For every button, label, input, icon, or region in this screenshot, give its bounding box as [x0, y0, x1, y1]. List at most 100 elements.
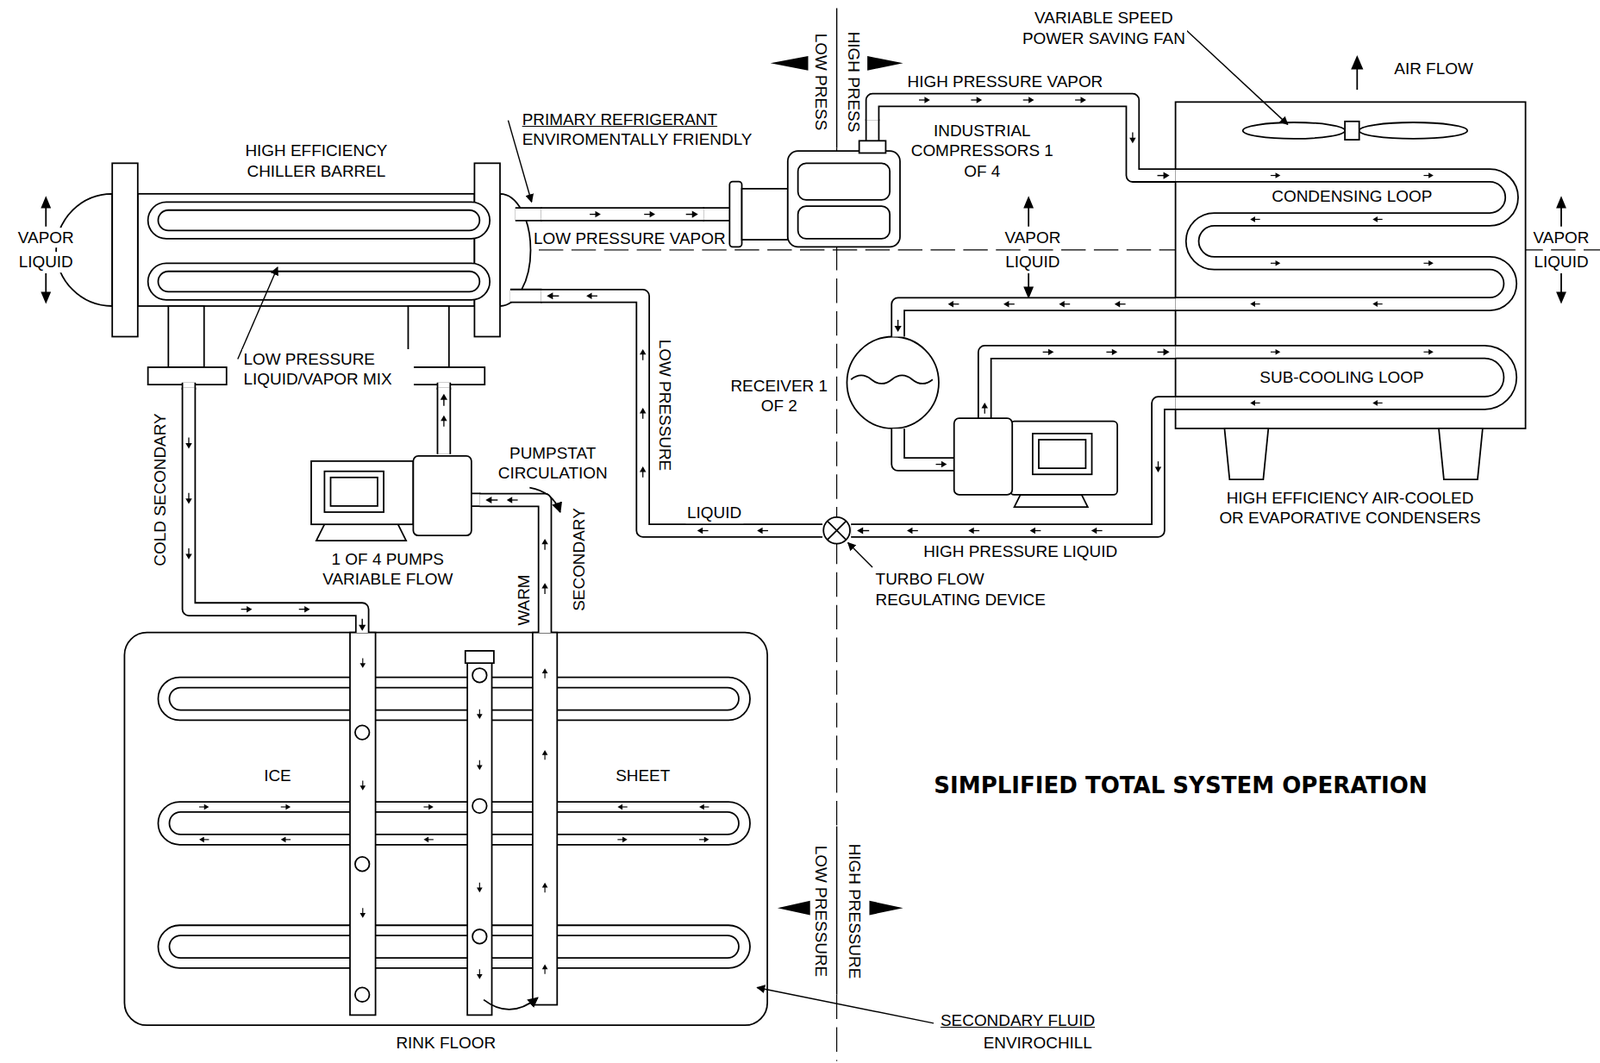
pipe-connector	[639, 466, 646, 472]
flow-arrow	[617, 804, 627, 811]
rink-floor-drawing	[168, 687, 738, 711]
pipe-connector	[1157, 461, 1159, 468]
pipe-connector	[856, 526, 869, 534]
pipe-connector	[541, 538, 548, 550]
pipe-connector	[541, 582, 548, 588]
callout-label: SECONDARY FLUID	[938, 1010, 1097, 1032]
callout-label: AIR FLOW	[1392, 59, 1475, 81]
chiller-barrel-drawing	[474, 162, 500, 337]
callout-label: PRIMARY REFRIGERANT	[520, 109, 719, 131]
pipe-connector	[697, 527, 709, 534]
callout-label: VARIABLE SPEED POWER SAVING FAN	[1020, 7, 1188, 49]
chiller-barrel-drawing	[148, 262, 491, 300]
flow-arrow	[281, 804, 291, 811]
pipe-connector	[756, 527, 763, 534]
pipe-connector	[976, 96, 982, 103]
rink-floor-drawing	[157, 677, 750, 721]
pipe-connector	[762, 530, 769, 532]
callout-label: LOW PRESSURE	[654, 337, 675, 473]
flow-arrow	[476, 760, 483, 770]
flow-arrow	[1423, 262, 1430, 264]
flow-arrow	[359, 657, 366, 668]
pipe-connector	[1163, 348, 1170, 356]
rink-floor-drawing	[472, 668, 488, 683]
flow-arrow	[542, 750, 549, 756]
pump-drawing	[324, 471, 384, 513]
pipe-connector	[642, 470, 644, 477]
chiller-barrel-drawing	[56, 162, 542, 390]
rink-floor-drawing	[532, 632, 557, 1006]
flow-arrow	[1250, 300, 1260, 307]
callout-label: LIQUID	[17, 251, 75, 273]
pipe-label: LOW PRESSURE VAPOR	[531, 228, 728, 250]
pipe-connector	[541, 582, 548, 594]
pipe-connector	[643, 213, 650, 215]
flow-arrow	[199, 837, 209, 844]
pipe-connector	[1030, 527, 1042, 534]
equipment-label: RINK FLOOR	[124, 1032, 768, 1054]
pipe-connector	[642, 353, 644, 360]
pipe-connector	[299, 608, 306, 610]
flow-arrow	[1250, 400, 1256, 407]
pipe-connector	[443, 419, 444, 426]
flow-arrow	[542, 882, 549, 888]
pipe-connector	[968, 527, 974, 534]
flow-arrow	[1250, 400, 1260, 407]
pump-drawing	[331, 477, 378, 507]
flow-arrow	[359, 780, 366, 790]
pipe-label: HIGH PRESSURE LIQUID	[921, 542, 1119, 563]
condenser-drawing	[1175, 175, 1513, 305]
callout-label: ICE	[262, 765, 294, 787]
pump-drawing	[1014, 494, 1088, 507]
pipe-connector	[862, 530, 869, 532]
condenser-drawing	[1175, 101, 1526, 429]
pipe-connector	[1075, 96, 1087, 103]
compressor-drawing	[787, 150, 900, 247]
pipe-connector	[643, 211, 656, 218]
flow-arrow	[1376, 303, 1383, 305]
pipe-connector	[586, 293, 598, 300]
pipe-connector	[185, 437, 192, 450]
pipe-connector	[756, 527, 769, 534]
pipe-connector	[440, 387, 448, 455]
rink-floor-drawing	[124, 487, 768, 1026]
flow-arrow	[281, 806, 288, 807]
callout-label: HIGH PRESS	[843, 29, 864, 134]
flow-arrow	[1423, 172, 1433, 179]
pipe-connector	[1030, 527, 1036, 534]
flow-arrow	[544, 968, 546, 975]
rink-floor-drawing	[157, 925, 750, 969]
pipe-connector	[1028, 96, 1034, 103]
pipe-connector	[1157, 348, 1170, 356]
rink-floor-drawing	[168, 812, 738, 835]
receiver-drawing	[846, 336, 939, 428]
rink-floor-drawing	[483, 997, 538, 1010]
rink-floor-drawing	[124, 632, 768, 1026]
chiller-barrel-drawing	[168, 306, 204, 368]
chiller-barrel-drawing	[157, 210, 480, 232]
pipe-connector	[540, 210, 704, 218]
condenser-drawing	[1438, 428, 1483, 480]
pump-drawing	[1010, 421, 1118, 495]
flow-arrow	[1423, 175, 1430, 176]
flow-arrow	[699, 838, 706, 840]
pipe-connector	[358, 625, 366, 632]
pipe-connector	[906, 527, 913, 534]
pipe-connector	[1155, 467, 1162, 473]
pipe-connector	[304, 606, 310, 613]
rink-floor-drawing	[355, 856, 370, 872]
flow-arrow	[542, 750, 549, 760]
flow-arrow	[427, 838, 434, 840]
callout-label: LIQUID	[1003, 251, 1062, 273]
chiller-barrel-drawing	[188, 213, 543, 390]
pipe-connector	[241, 606, 253, 613]
pressure-divider	[770, 56, 904, 915]
pipe-connector	[642, 412, 644, 419]
pipe-connector	[918, 96, 931, 103]
pipe-connector	[1157, 351, 1165, 353]
flow-arrow	[199, 172, 1434, 980]
flow-arrow	[617, 838, 624, 840]
flow-regulator-symbol	[823, 517, 850, 544]
pressure-divider	[836, 825, 838, 994]
equipment-label: INDUSTRIAL COMPRESSORS 1 OF 4	[907, 120, 1057, 182]
